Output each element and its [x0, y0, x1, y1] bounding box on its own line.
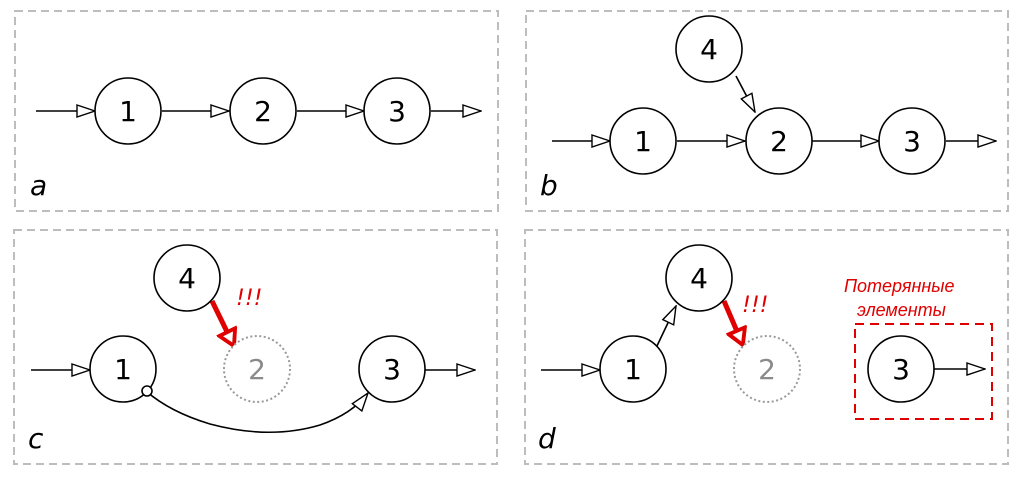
panel-a-node-2: 2 [229, 77, 297, 145]
panel-c-node-1-label: 1 [114, 353, 132, 386]
panel-c-node-2-label: 2 [248, 353, 266, 386]
panel-b-node-4-label: 4 [700, 33, 718, 66]
panel-d-letter: d [538, 422, 556, 455]
panel-a: 1 2 3 a [14, 10, 499, 212]
panel-b-edge-4-2 [735, 75, 755, 112]
lost-elements-caption-line2: элементы [857, 300, 946, 320]
panel-c-bypass-port [141, 385, 153, 397]
panel-d-warning: !!! [742, 293, 768, 318]
panel-a-letter: a [30, 169, 47, 202]
panel-d-node-3-lost: 3 [867, 335, 935, 403]
panel-a-node-1: 1 [94, 77, 162, 145]
panel-c-node-1: 1 [89, 335, 157, 403]
panel-d-node-2-label: 2 [758, 353, 776, 386]
panel-d-failure-arrow [721, 300, 742, 343]
panel-b-node-2: 2 [745, 107, 813, 175]
panel-d-node-1-label: 1 [624, 353, 642, 386]
panel-d-node-4: 4 [665, 244, 733, 312]
panel-b-node-2-label: 2 [770, 125, 788, 158]
panel-c-warning: !!! [236, 286, 262, 311]
panel-b-node-1-label: 1 [634, 125, 652, 158]
lost-elements-box [854, 323, 993, 420]
lost-elements-group: Потерянные элементы 3 [844, 276, 993, 420]
panel-c-border [13, 229, 498, 465]
panel-b-node-1: 1 [609, 107, 677, 175]
panel-d-node-3-label: 3 [892, 353, 910, 386]
panel-b: 1 2 3 4 b [525, 10, 1009, 212]
panel-a-node-2-label: 2 [254, 95, 272, 128]
panel-c-failure-arrow [209, 299, 233, 344]
panel-d-edge-1-4 [655, 306, 676, 349]
panel-c-letter: c [28, 422, 44, 455]
lost-elements-caption-line1: Потерянные [844, 276, 955, 296]
panel-d-border [524, 229, 1009, 465]
panel-c-node-4-label: 4 [178, 262, 196, 295]
panel-b-border [525, 10, 1009, 212]
panel-c-node-3: 3 [358, 335, 426, 403]
panel-b-letter: b [540, 169, 558, 202]
panel-c-node-3-label: 3 [383, 353, 401, 386]
panel-b-node-3: 3 [878, 107, 946, 175]
panel-a-border [14, 10, 499, 212]
panel-c-node-2-missing: 2 [223, 335, 291, 403]
panel-a-node-1-label: 1 [119, 95, 137, 128]
panel-d-node-4-label: 4 [690, 262, 708, 295]
panel-d: 1 2 4 !!! Потерянные элементы 3 d [524, 229, 1009, 465]
panel-b-node-4: 4 [675, 15, 743, 83]
panel-d-node-1: 1 [599, 335, 667, 403]
panel-c: 1 2 3 4 !!! c [13, 229, 498, 465]
panel-c-node-4: 4 [153, 244, 221, 312]
panel-c-bypass-edge-1-3 [145, 390, 368, 434]
panel-b-node-3-label: 3 [903, 125, 921, 158]
panel-a-node-3: 3 [363, 77, 431, 145]
panel-a-node-3-label: 3 [388, 95, 406, 128]
panel-d-node-2-missing: 2 [733, 335, 801, 403]
